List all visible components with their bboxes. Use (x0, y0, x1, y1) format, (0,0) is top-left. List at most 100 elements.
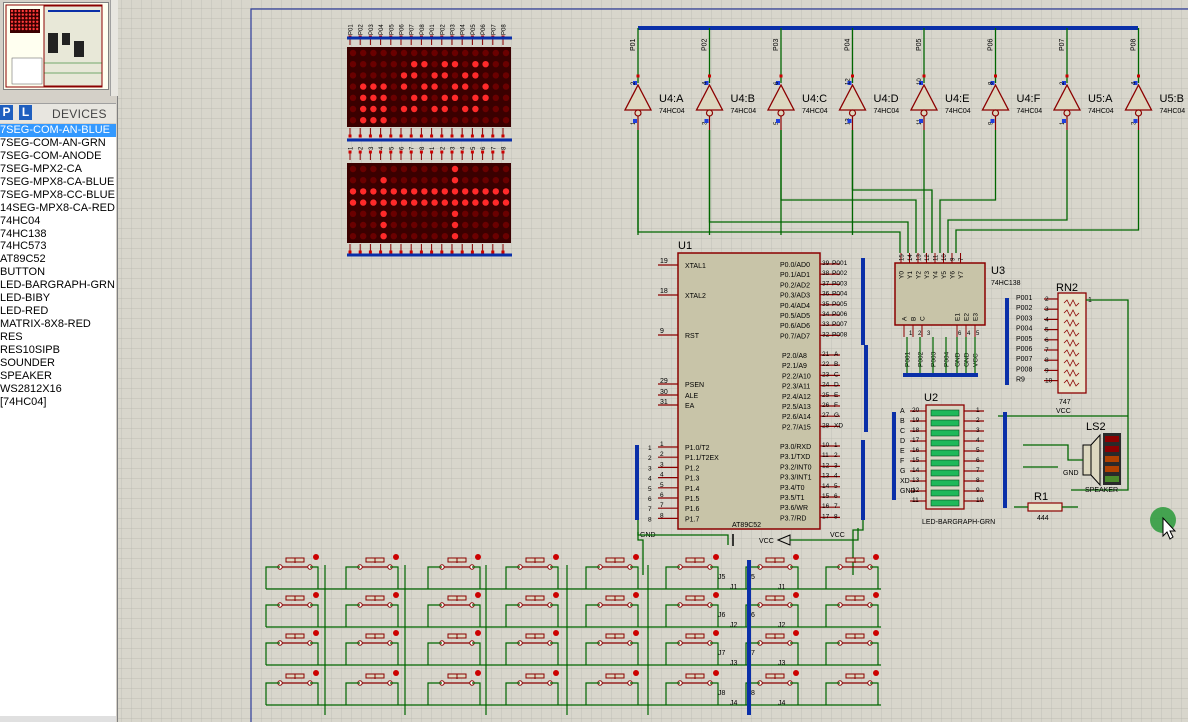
resistor-body[interactable] (1027, 502, 1063, 512)
device-list-item[interactable]: 7SEG-MPX2-CA (0, 162, 82, 175)
decoder-input-wire (955, 130, 1140, 253)
overview-led-dot (14, 13, 17, 16)
button-indicator[interactable] (393, 592, 399, 598)
matrix-led (431, 49, 438, 57)
net-label: 5 (834, 483, 838, 490)
matrix-led (349, 72, 357, 79)
overview-scrollbar[interactable] (110, 0, 118, 96)
device-list-item[interactable]: LED-RED (0, 305, 49, 318)
matrix-led (502, 177, 510, 184)
pick-devices-button[interactable]: P (0, 105, 13, 120)
device-list-item[interactable]: BUTTON (0, 266, 46, 279)
matrix-pin-label: 4 (461, 146, 467, 150)
matrix-led (441, 221, 448, 229)
button-indicator[interactable] (313, 630, 319, 636)
device-list-item[interactable]: 7SEG-COM-ANODE (0, 149, 102, 162)
button-indicator[interactable] (713, 554, 719, 560)
button-indicator[interactable] (633, 554, 639, 560)
device-list-item[interactable]: 74HC138 (0, 227, 47, 240)
button-indicator[interactable] (393, 670, 399, 676)
bus-tap-label: P01 (630, 38, 637, 51)
button-indicator[interactable] (393, 630, 399, 636)
button-indicator[interactable] (873, 630, 879, 636)
overview-led-dot (28, 9, 32, 13)
button-indicator[interactable] (793, 670, 799, 676)
device-list-item[interactable]: MATRIX-8X8-RED (0, 318, 91, 331)
matrix-led (431, 221, 438, 229)
overview-led-dot (28, 20, 32, 23)
matrix-led (390, 233, 397, 240)
bus-tap-label: P06 (988, 38, 995, 51)
button-indicator[interactable] (313, 592, 319, 598)
button-indicator[interactable] (313, 670, 319, 676)
device-list-item[interactable]: AT89C52 (0, 253, 46, 266)
library-manager-button[interactable]: L (19, 105, 32, 120)
device-list-item[interactable]: 7SEG-MPX8-CC-BLUE (0, 188, 115, 201)
button-indicator[interactable] (793, 592, 799, 598)
button-indicator[interactable] (713, 630, 719, 636)
button-indicator[interactable] (873, 592, 879, 598)
button-indicator[interactable] (633, 670, 639, 676)
matrix-pin-end (450, 150, 454, 154)
mcu-body[interactable] (677, 252, 821, 530)
device-list-item[interactable]: LED-BARGRAPH-GRN (0, 279, 115, 292)
button-indicator[interactable] (793, 630, 799, 636)
button-indicator[interactable] (873, 554, 879, 560)
button-indicator[interactable] (793, 554, 799, 560)
device-list-item[interactable]: 7SEG-COM-AN-BLUE (0, 124, 116, 137)
decoder-body[interactable] (894, 262, 986, 326)
inverter-bubble (991, 109, 1000, 117)
device-list-item[interactable]: WS2812X16 (0, 382, 62, 395)
net-label: J8 (718, 690, 726, 697)
device-list-item[interactable]: LED-BIBY (0, 292, 51, 305)
keypad-wire (825, 642, 840, 665)
net-label: J2 (778, 622, 786, 629)
button-indicator[interactable] (553, 554, 559, 560)
button-indicator[interactable] (475, 670, 481, 676)
device-list-item[interactable]: 14SEG-MPX8-CA-RED (0, 201, 115, 214)
button-indicator[interactable] (633, 630, 639, 636)
button-indicator[interactable] (713, 670, 719, 676)
button-indicator[interactable] (475, 630, 481, 636)
button-indicator[interactable] (553, 592, 559, 598)
matrix-led (451, 188, 459, 195)
matrix-led (400, 105, 408, 113)
resnet-body[interactable] (1057, 292, 1087, 394)
pin-number: 37 (822, 280, 830, 287)
device-list-item[interactable]: RES (0, 331, 23, 343)
device-list-item[interactable]: RES10SIPB (0, 343, 60, 356)
pin-number: 15 (912, 457, 920, 464)
matrix-led (370, 199, 377, 206)
device-list-item[interactable]: 74HC04 (0, 214, 41, 227)
pin-name: P1.7 (685, 516, 700, 523)
matrix-led (390, 94, 397, 102)
overview-led-dot (36, 20, 39, 23)
net-label: P002 (1016, 305, 1032, 312)
bus-tap-label: P02 (702, 38, 709, 51)
pin-number: 13 (917, 254, 923, 261)
button-indicator[interactable] (873, 670, 879, 676)
button-indicator[interactable] (633, 592, 639, 598)
overview-led-dot (10, 9, 14, 13)
device-list-item[interactable]: 74HC573 (0, 240, 47, 253)
device-list-item[interactable]: SOUNDER (0, 356, 56, 369)
bargraph-part: LED-BARGRAPH-GRN (922, 519, 995, 526)
device-list-item[interactable]: [74HC04] (0, 395, 47, 408)
matrix-led (462, 49, 469, 57)
button-indicator[interactable] (475, 592, 481, 598)
net-label: VCC (1056, 408, 1071, 415)
button-indicator[interactable] (713, 592, 719, 598)
device-list-scrollbar[interactable] (0, 716, 116, 722)
button-indicator[interactable] (553, 670, 559, 676)
device-list-item[interactable]: SPEAKER (0, 369, 52, 382)
device-list-item[interactable]: 7SEG-MPX8-CA-BLUE (0, 175, 115, 188)
button-indicator[interactable] (553, 630, 559, 636)
button-indicator[interactable] (313, 554, 319, 560)
button-indicator[interactable] (393, 554, 399, 560)
device-list-item[interactable]: 7SEG-COM-AN-GRN (0, 136, 106, 149)
overview-window[interactable] (3, 2, 109, 90)
button-indicator[interactable] (475, 554, 481, 560)
